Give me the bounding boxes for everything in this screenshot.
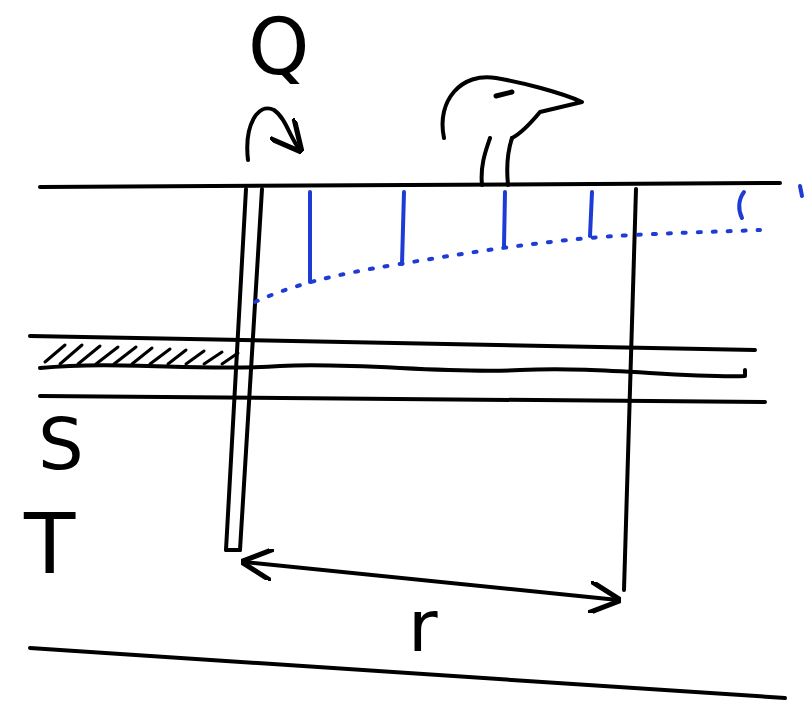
pumping-well-bottom xyxy=(226,548,240,552)
drawdown-curve xyxy=(255,230,760,302)
drawdown-tick xyxy=(739,192,744,218)
transmissivity-label: T xyxy=(24,502,75,586)
observer-neck xyxy=(482,138,512,185)
storativity-label: S xyxy=(38,408,84,480)
ground-surface xyxy=(40,183,780,187)
flow-rate-label: Q xyxy=(248,8,309,86)
observer-eye xyxy=(496,92,512,96)
drawdown-tick xyxy=(504,192,505,246)
aquitard-top xyxy=(30,336,755,350)
radius-label: r xyxy=(408,590,438,662)
aquitard-hatching xyxy=(45,345,238,364)
observer-head xyxy=(443,77,582,138)
pumping-arrow xyxy=(247,108,300,160)
pumping-well-wall xyxy=(240,189,262,550)
aquifer-base xyxy=(30,648,785,698)
drawdown-tick xyxy=(402,192,404,264)
drawdown-tick xyxy=(308,192,312,282)
aquitard-bottom xyxy=(40,396,765,402)
drawdown-tick xyxy=(800,186,802,196)
observation-well xyxy=(624,189,636,590)
drawdown-tick xyxy=(590,192,592,236)
aquitard-middle xyxy=(40,365,745,376)
